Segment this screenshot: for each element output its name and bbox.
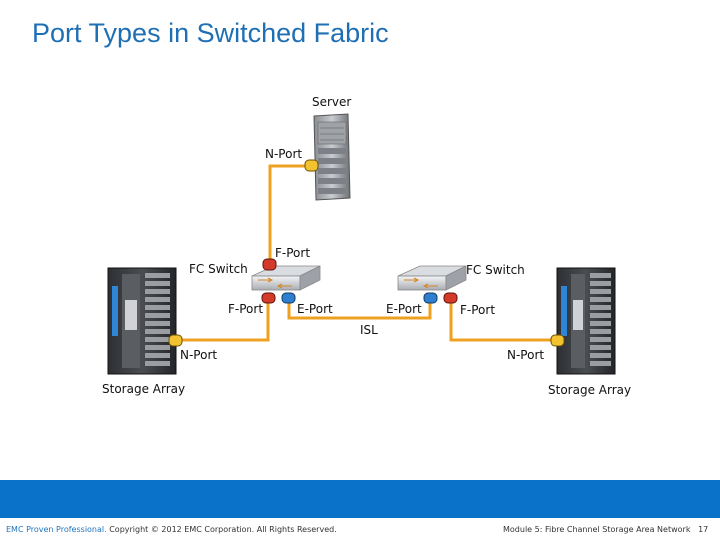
server-label: Server bbox=[312, 95, 352, 109]
server-n-port-label: N-Port bbox=[265, 147, 303, 161]
link-right-storage-to-switch bbox=[449, 298, 557, 342]
fc-switch-left-label: FC Switch bbox=[189, 262, 248, 276]
storage-array-left-label: Storage Array bbox=[102, 382, 186, 396]
n-port-right-label: N-Port bbox=[507, 348, 545, 362]
left-storage-n-port bbox=[168, 334, 183, 347]
storage-array-right-label: Storage Array bbox=[548, 383, 632, 397]
page-title: Port Types in Switched Fabric bbox=[32, 18, 389, 48]
link-server-to-switch bbox=[268, 164, 312, 264]
fc-switch-right-icon bbox=[397, 265, 467, 291]
link-left-storage-to-switch bbox=[176, 298, 270, 342]
fc-switch-right-label: FC Switch bbox=[466, 263, 525, 277]
footer-copyright: EMC Proven Professional. Copyright © 201… bbox=[6, 525, 337, 534]
e-port-right-label: E-Port bbox=[386, 302, 422, 316]
f-port-top-label: F-Port bbox=[275, 246, 311, 260]
e-port-left-label: E-Port bbox=[297, 302, 333, 316]
footer bbox=[0, 518, 720, 540]
right-storage-n-port bbox=[550, 334, 565, 347]
left-switch-f-port-top bbox=[262, 258, 277, 271]
storage-array-left-icon bbox=[107, 267, 177, 375]
server-n-port bbox=[304, 159, 319, 172]
footer-page-number: 17 bbox=[698, 525, 709, 534]
right-switch-e-port bbox=[423, 292, 438, 304]
left-switch-e-port bbox=[281, 292, 296, 304]
f-port-left-label: F-Port bbox=[228, 302, 264, 316]
right-switch-f-port bbox=[443, 292, 458, 304]
fc-switch-left-icon bbox=[251, 265, 321, 291]
footer-module-title: Module 5: Fibre Channel Storage Area Net… bbox=[503, 525, 691, 534]
server-icon bbox=[313, 113, 351, 201]
left-switch-f-port bbox=[261, 292, 276, 304]
footer-copyright-text: Copyright © 2012 EMC Corporation. All Ri… bbox=[106, 525, 337, 534]
f-port-right-label: F-Port bbox=[460, 303, 496, 317]
storage-array-right-icon bbox=[556, 267, 616, 375]
fabric-diagram bbox=[107, 113, 616, 375]
isl-link bbox=[287, 298, 432, 320]
footer-brand: EMC Proven Professional. bbox=[6, 525, 107, 534]
isl-label: ISL bbox=[360, 323, 378, 337]
footer-module: Module 5: Fibre Channel Storage Area Net… bbox=[503, 525, 708, 534]
footer-band bbox=[0, 480, 720, 518]
n-port-left-label: N-Port bbox=[180, 348, 218, 362]
